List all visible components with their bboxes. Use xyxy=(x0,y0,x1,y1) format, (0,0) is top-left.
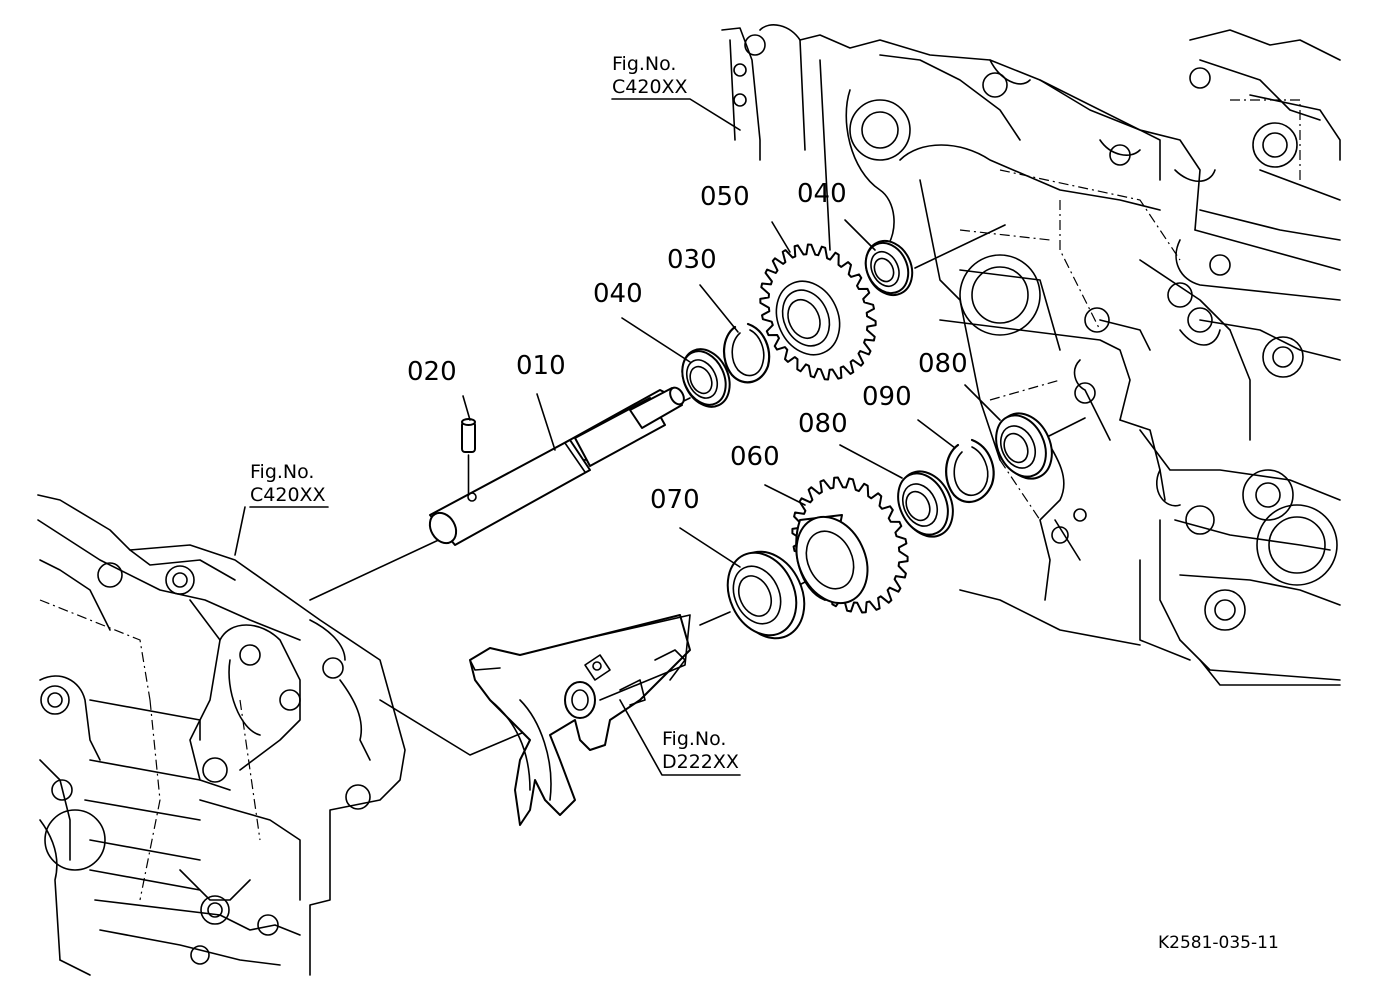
gear-060 xyxy=(791,476,909,614)
shaft-010 xyxy=(428,386,685,546)
shift-fork xyxy=(469,614,691,826)
bearing-080-lower xyxy=(897,470,954,538)
gear-050 xyxy=(759,243,877,381)
label-080-lower: 080 xyxy=(798,409,848,439)
label-050: 050 xyxy=(700,182,750,212)
left-housing xyxy=(37,494,406,976)
bearing-040-right xyxy=(864,239,914,297)
label-010: 010 xyxy=(516,351,566,381)
fig-ref-top-line2: C420XX xyxy=(612,76,688,98)
snap-ring-090 xyxy=(945,438,995,504)
fig-ref-left-line2: C420XX xyxy=(250,484,326,506)
figure-references: Fig.No. C420XX Fig.No. C420XX Fig.No. D2… xyxy=(250,53,739,773)
leader-lines xyxy=(234,98,1001,776)
part-labels: 020 010 040 030 050 040 060 070 080 090 … xyxy=(407,179,968,515)
fig-ref-bottom-line2: D222XX xyxy=(662,751,739,773)
pin-020 xyxy=(461,418,476,496)
drawing-code: K2581-035-11 xyxy=(1158,933,1279,953)
bearing-040-left xyxy=(681,348,731,408)
label-040-right: 040 xyxy=(797,179,847,209)
right-housing xyxy=(721,24,1341,686)
label-020: 020 xyxy=(407,357,457,387)
bearing-080-upper xyxy=(995,412,1053,480)
fig-ref-bottom-line1: Fig.No. xyxy=(662,728,726,750)
label-040-left: 040 xyxy=(593,279,643,309)
fig-ref-left-line1: Fig.No. xyxy=(250,461,314,483)
label-070: 070 xyxy=(650,485,700,515)
label-090: 090 xyxy=(862,382,912,412)
snap-ring-030 xyxy=(723,322,771,384)
fig-ref-top-line1: Fig.No. xyxy=(612,53,676,75)
label-060: 060 xyxy=(730,442,780,472)
label-030: 030 xyxy=(667,245,717,275)
bearing-070 xyxy=(726,550,806,640)
label-080-upper: 080 xyxy=(918,349,968,379)
